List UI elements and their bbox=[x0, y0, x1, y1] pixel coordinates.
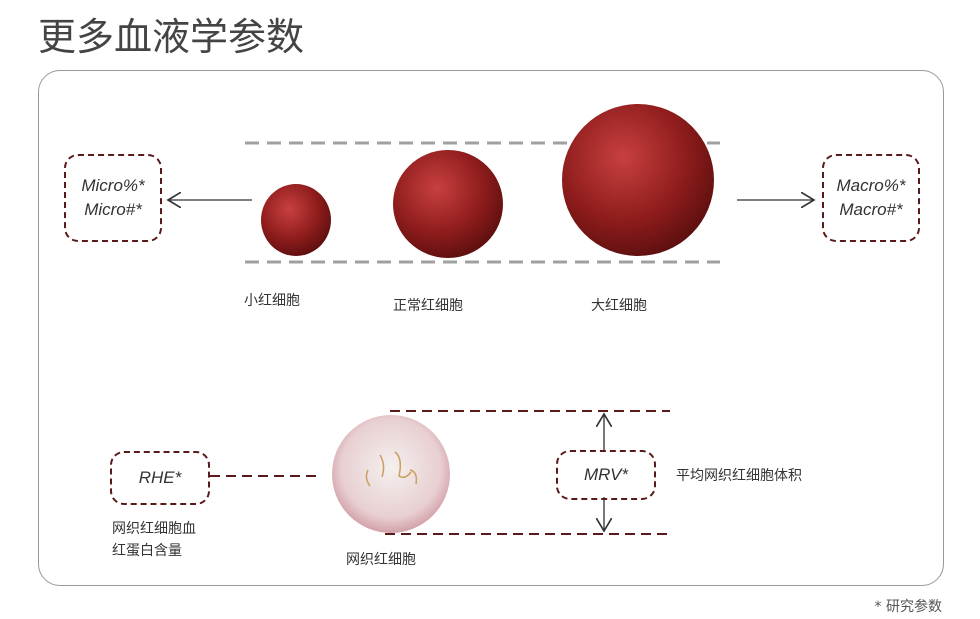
macro-rbc bbox=[562, 104, 714, 256]
diagram-panel bbox=[38, 70, 944, 586]
micro-params-box: Micro%* Micro#* bbox=[64, 154, 162, 242]
reticulocyte bbox=[332, 415, 450, 533]
reticulocyte-strands bbox=[365, 451, 418, 487]
rhe-desc-2: 红蛋白含量 bbox=[112, 543, 182, 559]
reticulocyte-label: 网织红细胞 bbox=[346, 552, 416, 568]
micro-rbc-label: 小红细胞 bbox=[244, 293, 300, 309]
mrv-desc: 平均网织红细胞体积 bbox=[676, 468, 802, 484]
micro-percent: Micro%* bbox=[81, 176, 145, 195]
normal-rbc bbox=[393, 150, 503, 258]
micro-rbc bbox=[261, 184, 331, 256]
rhe-box: RHE* bbox=[110, 451, 210, 505]
normal-rbc-label: 正常红细胞 bbox=[393, 298, 463, 314]
macro-params-box: Macro%* Macro#* bbox=[822, 154, 920, 242]
page-title: 更多血液学参数 bbox=[38, 15, 305, 59]
mrv-label: MRV* bbox=[583, 465, 629, 484]
macro-percent: Macro%* bbox=[836, 176, 906, 195]
rhe-desc-1: 网织红细胞血 bbox=[112, 521, 196, 537]
rhe-label: RHE* bbox=[138, 468, 182, 487]
macro-count: Macro#* bbox=[839, 200, 903, 219]
mrv-box: MRV* bbox=[556, 450, 656, 500]
footnote: * 研究参数 bbox=[874, 599, 942, 615]
micro-count: Micro#* bbox=[84, 200, 142, 219]
macro-rbc-label: 大红细胞 bbox=[591, 298, 647, 314]
